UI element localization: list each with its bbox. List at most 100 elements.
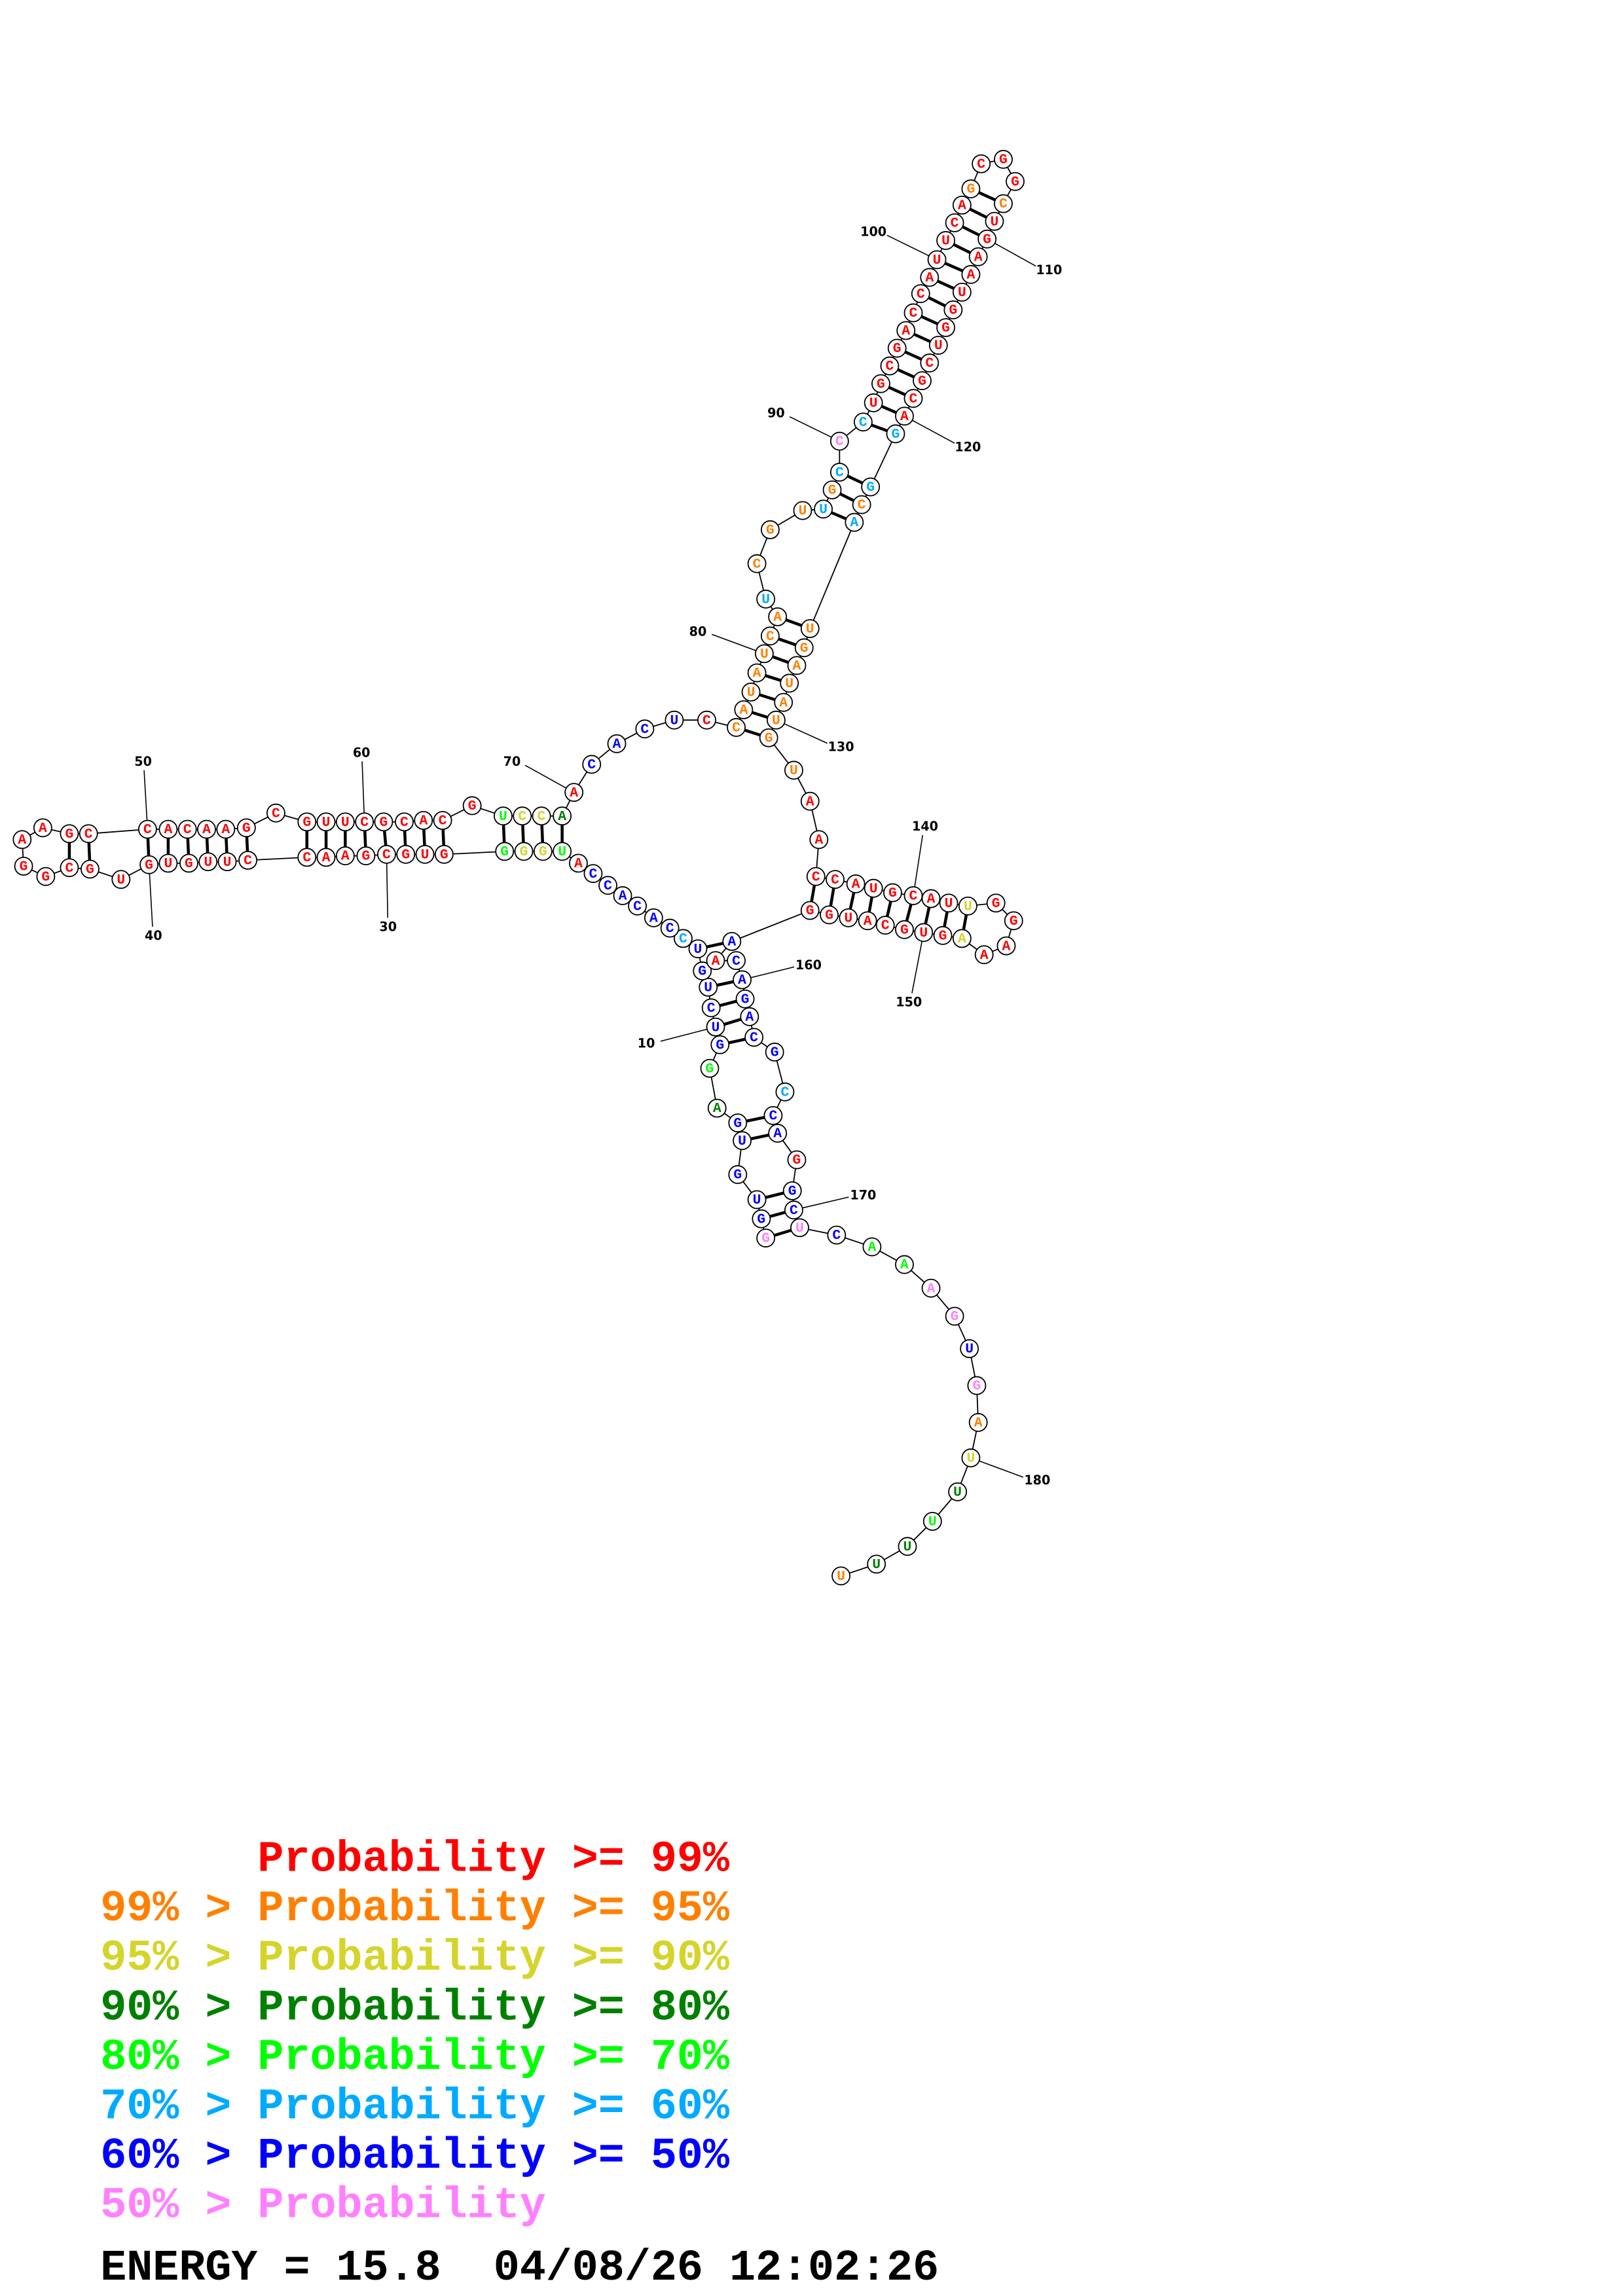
nucleotide-base: C <box>951 216 959 232</box>
nucleotide-base: C <box>679 931 687 947</box>
nucleotide-circle <box>582 755 602 774</box>
nucleotide-circle <box>674 929 693 948</box>
nucleotide-140: C <box>903 886 923 905</box>
nucleotide-39: U <box>158 853 178 873</box>
nucleotide-base: A <box>202 822 211 838</box>
nucleotide-base: U <box>806 622 814 637</box>
nucleotide-base: G <box>440 847 448 863</box>
nucleotide-circle <box>952 282 972 302</box>
nucleotide-165: C <box>775 1082 795 1102</box>
nucleotide-base: C <box>999 196 1008 212</box>
nucleotide-11: C <box>701 998 721 1018</box>
nucleotide-circle <box>635 719 655 739</box>
nucleotide-base: A <box>900 409 909 425</box>
nucleotide-circle <box>875 916 895 935</box>
nucleotide-92: U <box>864 393 883 412</box>
nucleotide-circle <box>974 945 994 965</box>
nucleotide-base: A <box>727 934 736 950</box>
nucleotide-base: G <box>766 522 775 538</box>
nucleotide-145: G <box>1004 911 1023 931</box>
position-label-50: 50 <box>134 754 152 769</box>
nucleotide-circle <box>111 870 131 889</box>
nucleotide-base: A <box>419 814 428 829</box>
nucleotide-141: A <box>921 889 941 908</box>
nucleotide-base: C <box>769 1109 777 1124</box>
nucleotide-109: U <box>985 211 1004 231</box>
nucleotide-circle <box>765 1043 784 1062</box>
nucleotide-181: U <box>948 1482 968 1501</box>
nucleotide-base: C <box>244 853 252 869</box>
nucleotide-circle <box>787 656 807 675</box>
nucleotide-80: U <box>754 644 774 664</box>
nucleotide-base: A <box>322 850 331 866</box>
nucleotide-base: G <box>539 844 547 860</box>
nucleotide-base: C <box>302 850 311 866</box>
nucleotide-138: U <box>864 878 883 898</box>
nucleotide-124: A <box>845 512 864 532</box>
nucleotide-circle <box>238 850 258 870</box>
nucleotide-base: U <box>965 1342 974 1357</box>
nucleotide-base: U <box>164 856 172 872</box>
nucleotide-base: C <box>538 809 546 825</box>
nucleotide-base: A <box>958 198 966 214</box>
nucleotide-144: G <box>986 893 1006 913</box>
nucleotide-81: C <box>760 626 780 646</box>
position-label-line <box>660 1026 716 1042</box>
nucleotide-159: C <box>727 951 746 971</box>
nucleotide-14: U <box>688 939 708 959</box>
nucleotide-base: G <box>706 1061 714 1077</box>
nucleotide-base: G <box>41 869 50 885</box>
nucleotide-circle <box>433 811 452 830</box>
nucleotide-134: A <box>809 830 829 850</box>
nucleotide-circle <box>179 853 198 873</box>
nucleotide-base: C <box>925 356 934 372</box>
nucleotide-circle <box>986 893 1006 913</box>
nucleotide-9: G <box>710 1035 730 1054</box>
nucleotide-184: U <box>867 1554 886 1574</box>
nucleotide-68: C <box>532 806 551 826</box>
nucleotide-base: A <box>925 270 934 286</box>
nucleotide-169: G <box>782 1181 802 1200</box>
nucleotide-circle <box>945 1306 964 1326</box>
nucleotide-77: A <box>734 700 754 719</box>
nucleotide-base: G <box>999 152 1008 168</box>
nucleotide-base: C <box>640 722 649 738</box>
nucleotide-base: C <box>518 809 526 825</box>
nucleotide-circle <box>806 867 826 886</box>
nucleotide-162: A <box>740 1007 759 1026</box>
nucleotide-circle <box>903 389 923 408</box>
nucleotide-130: U <box>766 710 786 730</box>
nucleotide-base: G <box>716 1037 724 1053</box>
nucleotide-74: U <box>665 710 684 730</box>
nucleotide-circle <box>741 682 761 702</box>
nucleotide-circle <box>60 858 79 878</box>
nucleotide-circle <box>800 619 820 638</box>
nucleotide-circle <box>735 989 755 1009</box>
nucleotide-146: A <box>996 936 1016 956</box>
nucleotide-171: U <box>790 1218 809 1238</box>
nucleotide-132: U <box>784 761 803 780</box>
nucleotide-circle <box>613 886 632 905</box>
nucleotide-174: A <box>895 1255 914 1274</box>
nucleotide-49: C <box>79 824 98 844</box>
nucleotide-circle <box>356 846 376 866</box>
legend-line-2: 99% > Probability >= 95% <box>100 1884 730 1934</box>
nucleotide-circle <box>644 908 663 927</box>
nucleotide-168: G <box>787 1150 807 1170</box>
position-label-30: 30 <box>379 919 397 934</box>
nucleotide-143: U <box>958 896 977 916</box>
nucleotide-circle <box>985 211 1004 231</box>
nucleotide-170: C <box>784 1200 803 1220</box>
nucleotide-circle <box>831 1566 850 1586</box>
nucleotide-base: G <box>401 847 410 863</box>
nucleotide-circle <box>569 853 588 873</box>
nucleotide-15: C <box>674 929 693 948</box>
nucleotide-150: U <box>914 923 934 942</box>
nucleotide-base: A <box>902 323 910 339</box>
nucleotide-circle <box>967 1376 987 1395</box>
nucleotide-circle <box>316 812 336 832</box>
nucleotide-base: A <box>867 1240 876 1255</box>
position-label-70: 70 <box>503 754 521 769</box>
nucleotide-base: A <box>958 931 966 947</box>
nucleotide-103: A <box>952 195 972 215</box>
